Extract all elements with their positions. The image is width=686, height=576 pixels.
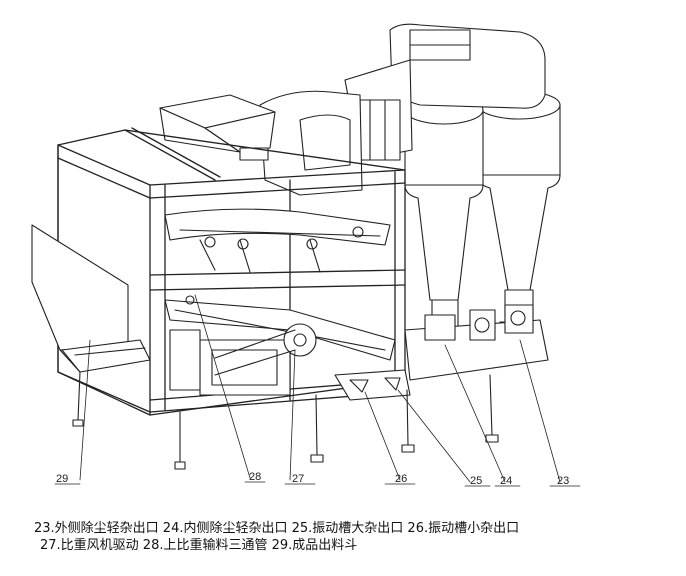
caption-line-2: 27.比重风机驱动 28.上比重输料三通管 29.成品出料斗 <box>40 538 358 553</box>
figure-caption: 23.外侧除尘轻杂出口 24.内侧除尘轻杂出口 25.振动槽大杂出口 26.振动… <box>34 520 674 554</box>
feed-hopper <box>159 94 276 161</box>
leveling-feet <box>72 371 499 470</box>
aspiration-hood <box>259 90 363 196</box>
callout-27: 27 <box>292 473 304 485</box>
callout-29: 29 <box>56 473 68 485</box>
machine-drawing: 29 28 27 26 25 24 23 <box>31 23 581 487</box>
callout-26: 26 <box>395 473 407 485</box>
gravity-deck-upper <box>164 208 391 273</box>
callout-25: 25 <box>470 475 482 487</box>
callout-28: 28 <box>249 471 261 483</box>
leader-lines <box>54 294 581 487</box>
vibrating-trough <box>334 369 411 401</box>
right-base-frame <box>404 304 549 381</box>
callout-23: 23 <box>557 475 569 487</box>
callout-24: 24 <box>500 475 512 487</box>
cyclone-separator-outer <box>477 90 561 323</box>
hood-inner <box>299 114 351 171</box>
caption-line-1: 23.外侧除尘轻杂出口 24.内侧除尘轻杂出口 25.振动槽大杂出口 26.振动… <box>34 521 520 536</box>
top-duct <box>344 23 546 161</box>
cyclone-separator-inner <box>404 95 484 333</box>
product-outlet-hopper <box>31 224 151 373</box>
gravity-fan-drive <box>169 323 317 396</box>
